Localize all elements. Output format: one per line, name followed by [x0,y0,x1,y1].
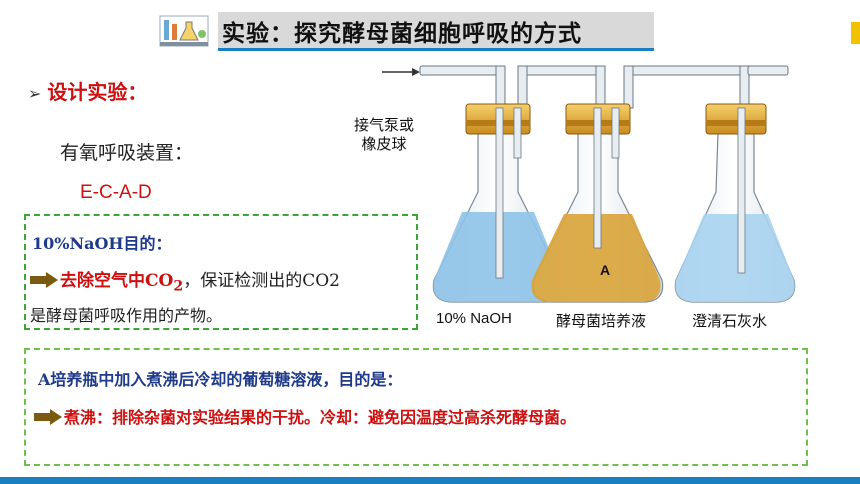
naoh-purpose-rest: ，保证检测出的CO2 [183,271,340,291]
naoh-purpose-highlight: 去除空气中CO2 [60,271,184,295]
air-pump-label-line1: 接气泵或 [353,116,414,134]
boiling-purpose-line: 煮沸：排除杂菌对实验结果的干扰。冷却：避免因温度过高杀死酵母菌。 [34,404,576,428]
corner-tab [851,22,860,44]
page-title: 实验：探究酵母菌细胞呼吸的方式 [222,21,582,47]
setup-sequence: E-C-A-D [80,182,152,203]
naoh-purpose-box [24,214,418,330]
right-arrow-icon [34,409,62,425]
naoh-purpose-highlight-text: 去除空气中CO [60,271,174,291]
naoh-purpose-line1: 去除空气中CO2，保证检测出的CO2 [30,266,340,294]
aerobic-setup-label: 有氧呼吸装置： [60,142,194,164]
bottom-accent-bar [0,477,860,484]
air-pump-label-line2: 橡皮球 [361,135,407,153]
naoh-purpose-title: 10%NaOH目的： [32,234,172,253]
lab-equipment-icon [159,15,209,47]
naoh-purpose-line2: 是酵母菌呼吸作用的产物。 [30,306,223,325]
flask-yeast-label: 酵母菌培养液 [556,312,647,330]
flask-naoh [432,103,564,303]
co2-subscript: 2 [173,278,184,295]
flask-naoh-label: 10% NaOH [436,310,512,327]
right-arrow-icon [30,272,58,288]
boiling-purpose-text: 煮沸：排除杂菌对实验结果的干扰。冷却：避免因温度过高杀死酵母菌。 [64,408,577,427]
flask-lime-water [674,103,796,303]
arrow-bullet-icon: ➢ [28,84,42,103]
section-heading: ➢ 设计实验： [28,76,147,105]
flask-lime-label: 澄清石灰水 [692,312,768,330]
air-pump-label: 接气泵或 橡皮球 [346,116,422,154]
section-heading-text: 设计实验： [47,80,148,104]
boiling-purpose-box [24,348,808,466]
title-bar [218,12,654,51]
air-inlet-arrow [382,68,420,76]
flask-yeast [531,103,664,303]
flask-a-letter: A [600,262,611,278]
connecting-tubes [419,65,789,109]
boiling-purpose-title: A培养瓶中加入煮沸后冷却的葡萄糖溶液，目的是： [38,370,403,389]
